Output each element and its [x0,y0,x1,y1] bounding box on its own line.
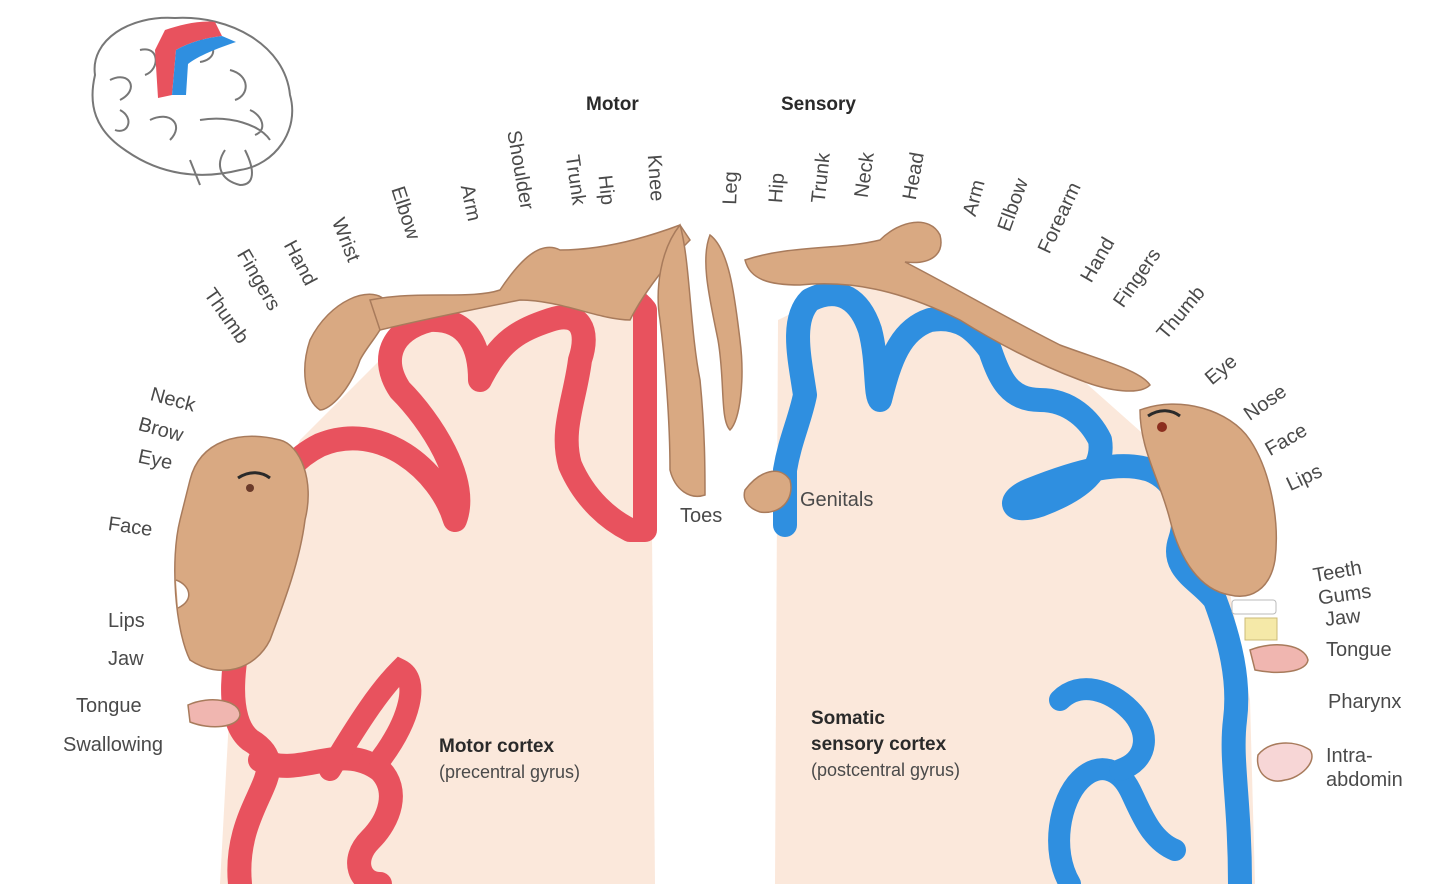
sensory-head [1139,403,1278,597]
motor-label-lips: Lips [108,610,145,632]
motor-leg [657,223,706,497]
sensory-label-genitals: Genitals [800,489,874,511]
motor-label-hip: Hip [593,173,619,207]
sensory-leg [705,233,743,432]
motor-head [174,435,309,672]
motor-label-tongue: Tongue [76,695,142,717]
motor-eye-dot [246,484,254,492]
sensory-label-intra-line2: abdomin [1326,769,1403,791]
motor-label-swallowing: Swallowing [63,734,164,756]
brain-thumb-motor-strip [155,21,222,98]
sensory-tongue [1249,644,1309,673]
motor-header: Motor [586,94,639,115]
motor-cortex-subtitle: (precentral gyrus) [439,762,581,782]
sensory-cortex-subtitle: (postcentral gyrus) [811,760,961,780]
sensory-homunculus [705,221,1313,782]
motor-label-toes: Toes [680,505,723,527]
brain-thumbnail [91,16,294,187]
sensory-eye-dot [1157,422,1167,432]
sensory-cortex-title-line2: sensory cortex [811,734,947,755]
sensory-teeth [1231,599,1277,615]
sensory-cortex-title-line1: Somatic [811,708,885,729]
sensory-eyebrow [1147,409,1181,418]
sensory-jaw [1244,617,1278,641]
motor-mouth [175,579,190,609]
sensory-label-trunk: Trunk [807,151,835,205]
motor-tongue [187,699,241,728]
sensory-genitals [743,470,792,514]
sensory-label-hip: Hip [764,172,790,204]
sensory-cortex-lower-fold [1048,758,1186,884]
sensory-trunk-arm [744,221,1151,392]
sensory-label-tongue: Tongue [1326,639,1392,661]
sensory-label-jaw: Jaw [1323,605,1362,631]
motor-label-jaw: Jaw [108,648,144,670]
motor-label-knee: Knee [642,153,668,203]
motor-cortex-lower-fold [248,746,403,884]
motor-arm [369,224,691,331]
motor-homunculus [174,223,706,728]
sensory-label-intra-line1: Intra- [1326,745,1373,767]
sensory-cortex-inner-fold [1049,678,1155,781]
motor-cortex-title: Motor cortex [439,736,555,757]
sensory-label-leg: Leg [719,170,743,206]
sensory-header: Sensory [781,94,856,115]
sensory-intraabdominal [1256,742,1313,782]
sensory-label-pharynx: Pharynx [1328,691,1402,713]
motor-eyebrow [237,471,271,480]
motor-cortex-lower-loop [319,656,422,781]
sensory-cortex-band [773,282,1252,884]
motor-hand [304,293,388,411]
brain-thumb-sensory-strip [172,36,236,95]
